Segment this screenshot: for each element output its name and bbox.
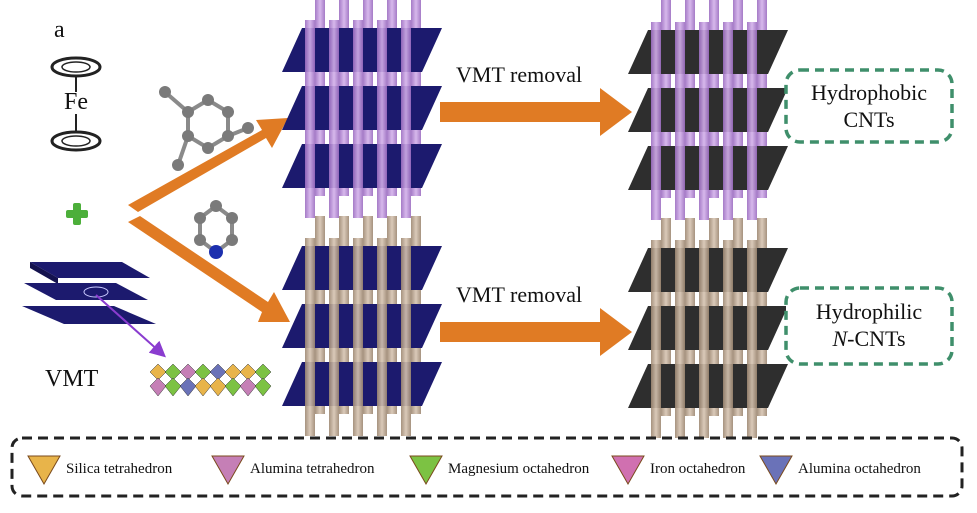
hydrophilic-ncnts-box: Hydrophilic N-CNTs: [784, 286, 954, 366]
legend-swatch: [211, 455, 245, 486]
vmt-label: VMT: [45, 366, 99, 392]
vmt-removal-label-top: VMT removal: [456, 62, 582, 87]
hydrophilic-line2: N-CNTs: [831, 326, 905, 351]
hydrophobic-cnts-box: Hydrophobic CNTs: [784, 68, 954, 144]
hydrophilic-line2-rest: -CNTs: [847, 326, 905, 351]
hydrophobic-line1: Hydrophobic: [811, 80, 927, 105]
vmt-removal-arrow-top: [440, 88, 632, 136]
mesitylene-molecule: [159, 86, 254, 171]
plus-icon: [66, 203, 88, 225]
legend-swatch: [409, 455, 443, 486]
cnt-stack-hydrophobic: [628, 0, 788, 220]
hydrophilic-line2-italic: N: [831, 326, 848, 351]
vmt-crystal-structure-icon: [145, 362, 275, 402]
legend: Silica tetrahedron Alumina tetrahedron Mag…: [10, 436, 964, 498]
legend-label: Alumina tetrahedron: [250, 461, 375, 477]
legend-item: Alumina tetrahedron: [211, 455, 375, 486]
legend-swatch: [759, 455, 793, 486]
legend-label: Alumina octahedron: [798, 461, 921, 477]
vmt-removal-label-bottom: VMT removal: [456, 282, 582, 307]
pyridine-molecule: [194, 200, 238, 259]
legend-swatch: [611, 455, 645, 486]
ferrocene-atom-label: Fe: [64, 89, 88, 115]
ferrocene-molecule: Fe: [50, 56, 102, 152]
legend-label: Silica tetrahedron: [66, 461, 173, 477]
ncnt-stack-hydrophilic: [628, 218, 788, 438]
legend-item: Alumina octahedron: [759, 455, 921, 486]
hydrophilic-line1: Hydrophilic: [816, 299, 923, 324]
vmt-layers-icon: [22, 262, 166, 358]
hydrophobic-line2: CNTs: [843, 107, 894, 132]
crystal-polyhedron: [254, 363, 272, 381]
branch-arrow-top: [128, 118, 288, 212]
legend-item: Silica tetrahedron: [27, 455, 173, 486]
vmt-cnt-stack-top: [282, 0, 442, 218]
crystal-polyhedron: [254, 377, 272, 397]
vmt-removal-arrow-bottom: [440, 308, 632, 356]
legend-label: Iron octahedron: [650, 461, 746, 477]
legend-item: Magnesium octahedron: [409, 455, 590, 486]
vmt-ncnt-stack-top: [282, 216, 442, 436]
legend-item: Iron octahedron: [611, 455, 746, 486]
legend-label: Magnesium octahedron: [448, 461, 590, 477]
legend-swatch: [27, 455, 61, 486]
branch-arrow-bottom: [128, 216, 290, 322]
panel-label: a: [54, 17, 65, 43]
